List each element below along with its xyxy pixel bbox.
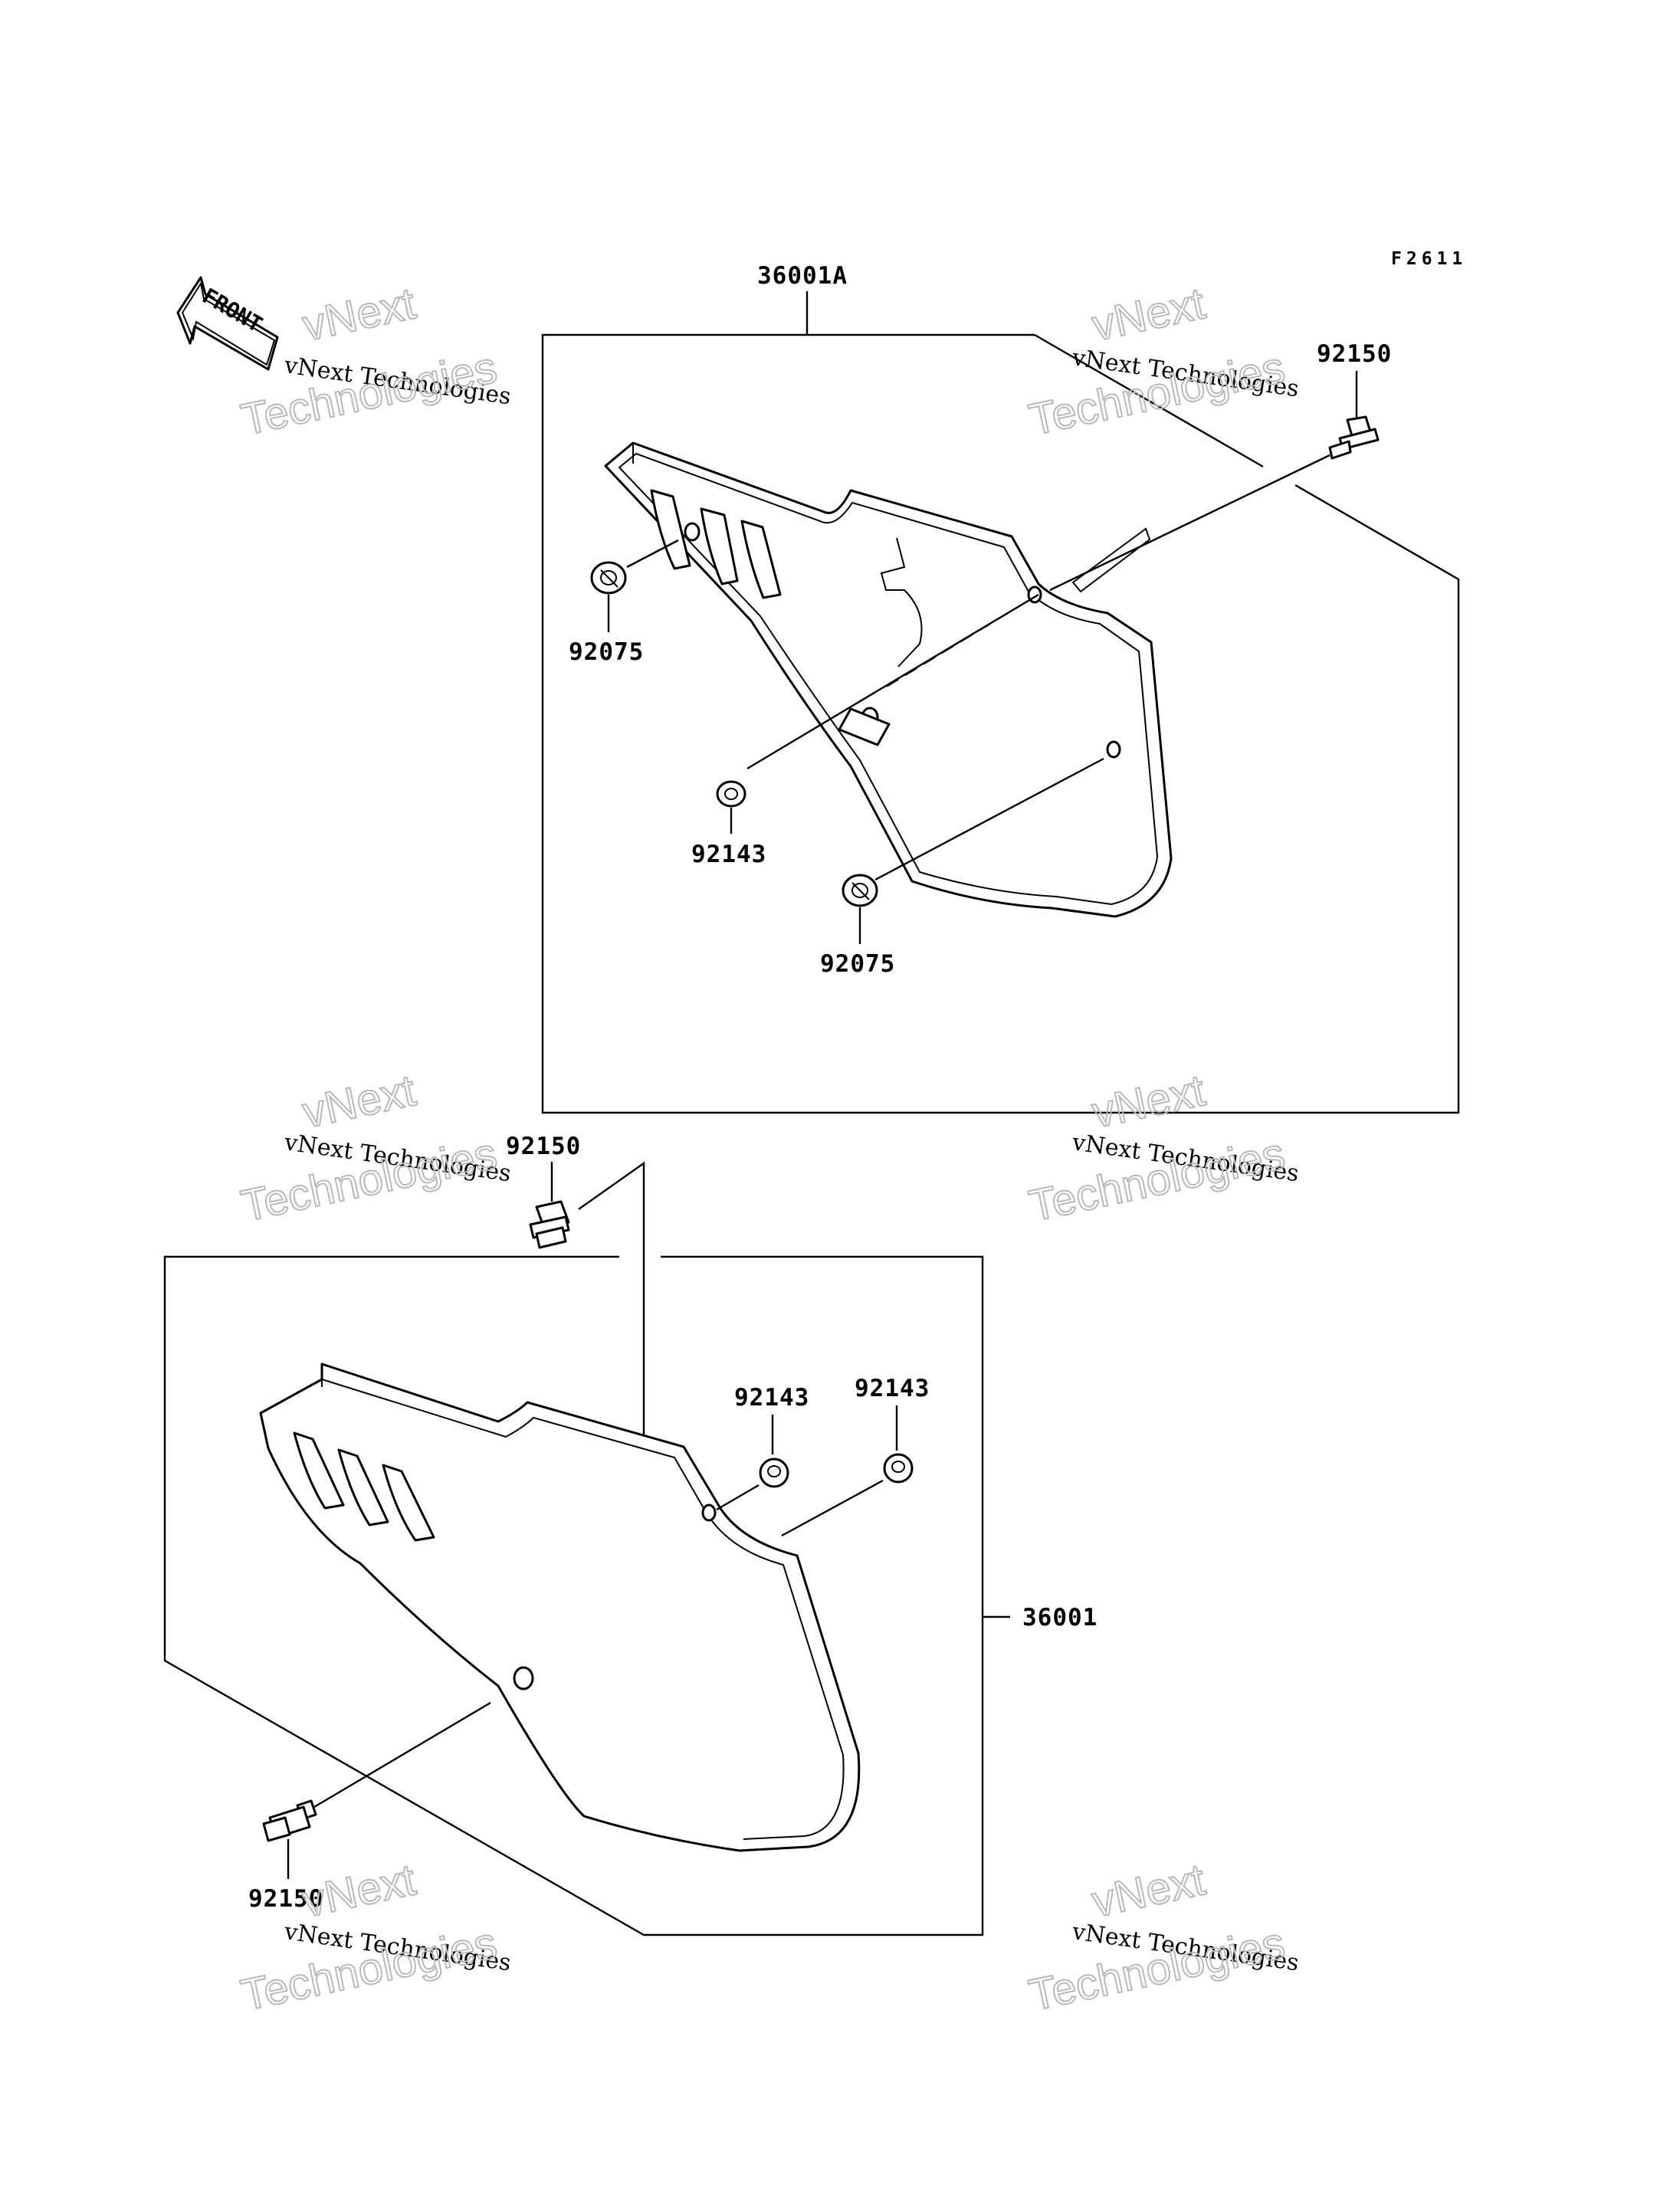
upper-fasteners: 92150 92075 92143 [569,340,1392,978]
label-92150-middle: 92150 [506,1133,581,1160]
label-92075-upper: 92075 [569,638,644,666]
grommet-icon [842,874,878,907]
watermark-top-left: vNext vNext Technologies Technologies [236,277,513,445]
svg-text:vNext: vNext [298,1065,420,1137]
collar-icon [883,1453,914,1484]
watermark-bottom-right: vNext vNext Technologies Technologies [1024,1854,1301,2021]
svg-text:Technologies: Technologies [237,343,501,445]
label-92143-lower-right: 92143 [855,1375,930,1402]
watermark-bottom-left: vNext vNext Technologies Technologies [236,1854,513,2021]
watermark-middle-left: vNext vNext Technologies Technologies [236,1064,513,1231]
figure-code: F2611 [1391,249,1467,269]
svg-text:vNext: vNext [1088,1065,1209,1137]
label-36001A: 36001A [757,262,848,290]
grommet-icon [590,561,627,595]
side-cover-lower [259,1362,861,1852]
label-92143-lower-left: 92143 [734,1384,809,1412]
lower-fasteners: 92150 92143 92143 92150 [248,1133,930,1913]
bolt-icon [262,1799,317,1842]
svg-text:vNext: vNext [298,278,420,350]
svg-text:vNext: vNext [298,1854,420,1926]
side-cover-upper [604,441,1173,918]
collar-icon [759,1458,789,1488]
watermark-top-right: vNext vNext Technologies Technologies [1024,277,1301,445]
watermark-middle-right: vNext vNext Technologies Technologies [1024,1064,1301,1231]
label-36001: 36001 [1022,1604,1098,1631]
svg-text:vNext: vNext [1088,278,1209,350]
label-92075-lower: 92075 [820,950,895,978]
label-92150-lower: 92150 [248,1885,323,1913]
front-arrow-icon: FRONT [176,276,279,371]
label-92143-upper: 92143 [691,841,766,868]
svg-text:vNext: vNext [1088,1854,1209,1926]
bolt-icon [529,1200,570,1249]
upper-assembly-frame: 36001A [541,262,1460,1114]
bolt-icon [1328,415,1380,460]
label-92150-upper: 92150 [1317,340,1392,368]
collar-icon [716,780,746,808]
